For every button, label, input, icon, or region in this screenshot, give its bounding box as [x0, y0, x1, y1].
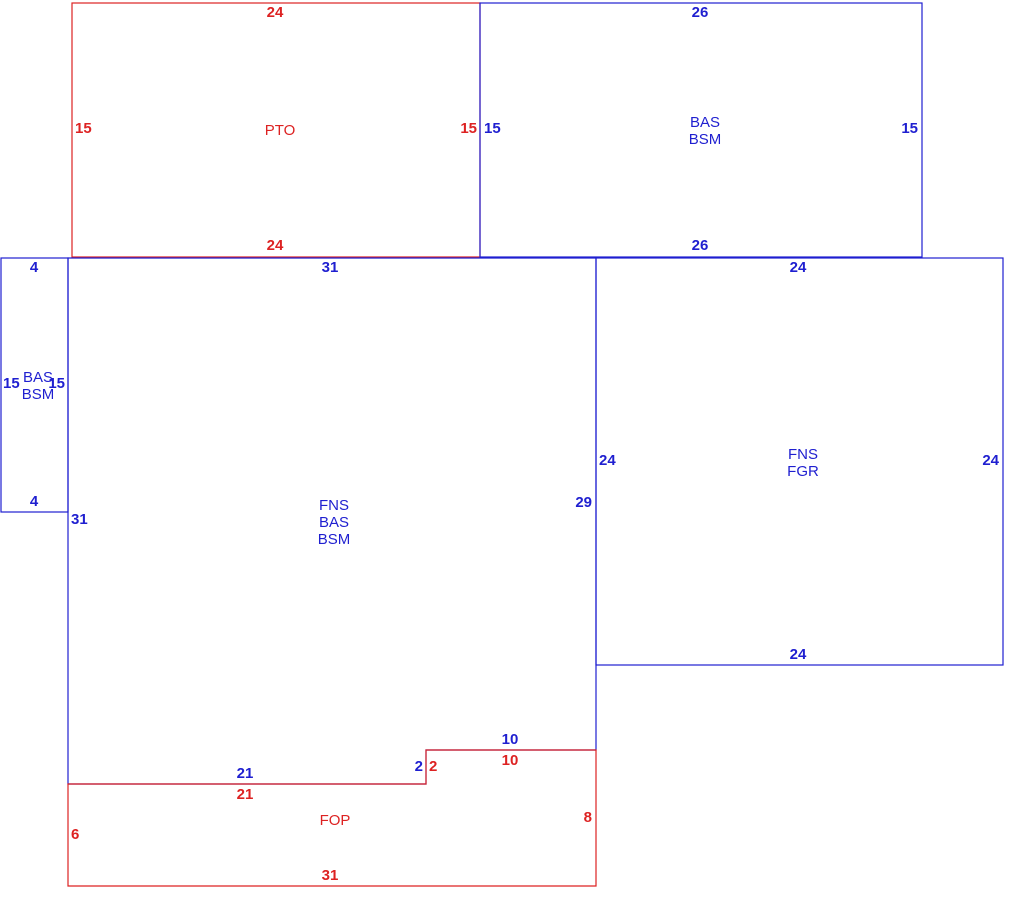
upper-bas-dim-right: 15	[901, 120, 918, 137]
garage-dim-top: 24	[790, 259, 807, 276]
small-bas-dim-right: 15	[48, 375, 65, 392]
upper-bas-code-2: BSM	[689, 131, 722, 148]
small-bas-dim-top: 4	[30, 259, 39, 276]
upper-bas-code-1: BAS	[690, 114, 720, 131]
fop-dim-top-right: 10	[502, 752, 519, 769]
small-bas-dim-left: 15	[3, 375, 20, 392]
fop-dim-right: 8	[584, 809, 592, 826]
garage-code-1: FNS	[788, 446, 818, 463]
pto-dim-bottom: 24	[267, 237, 284, 254]
small-bas-code-2: BSM	[22, 386, 55, 403]
garage-outline	[595, 257, 1004, 666]
main-dim-step: 2	[415, 758, 423, 775]
small-bas-dim-bottom: 4	[30, 493, 39, 510]
upper-bas-outline	[479, 2, 923, 258]
main-dim-left: 31	[71, 511, 88, 528]
fop-code: FOP	[320, 812, 351, 829]
upper-bas-dim-bottom: 26	[692, 237, 709, 254]
fop-dim-top-left: 21	[237, 786, 254, 803]
main-dim-top: 31	[322, 259, 339, 276]
pto-dim-top: 24	[267, 4, 284, 21]
main-dim-bottom-right: 10	[502, 731, 519, 748]
garage-code-2: FGR	[787, 463, 819, 480]
fop-outline	[67, 749, 597, 887]
main-dim-bottom-left: 21	[237, 765, 254, 782]
main-code-3: BSM	[318, 531, 351, 548]
main-dim-right: 29	[575, 494, 592, 511]
pto-dim-left: 15	[75, 120, 92, 137]
fop-dim-bottom: 31	[322, 867, 339, 884]
upper-bas-dim-top: 26	[692, 4, 709, 21]
upper-bas-dim-left: 15	[484, 120, 501, 137]
small-bas-code-1: BAS	[23, 369, 53, 386]
fop-dim-step: 2	[429, 758, 437, 775]
main-code-2: BAS	[319, 514, 349, 531]
garage-dim-right: 24	[982, 452, 999, 469]
garage-dim-bottom: 24	[790, 646, 807, 663]
fop-dim-left: 6	[71, 826, 79, 843]
main-code-1: FNS	[319, 497, 349, 514]
garage-dim-left: 24	[599, 452, 616, 469]
pto-dim-right: 15	[460, 120, 477, 137]
pto-code: PTO	[265, 122, 296, 139]
